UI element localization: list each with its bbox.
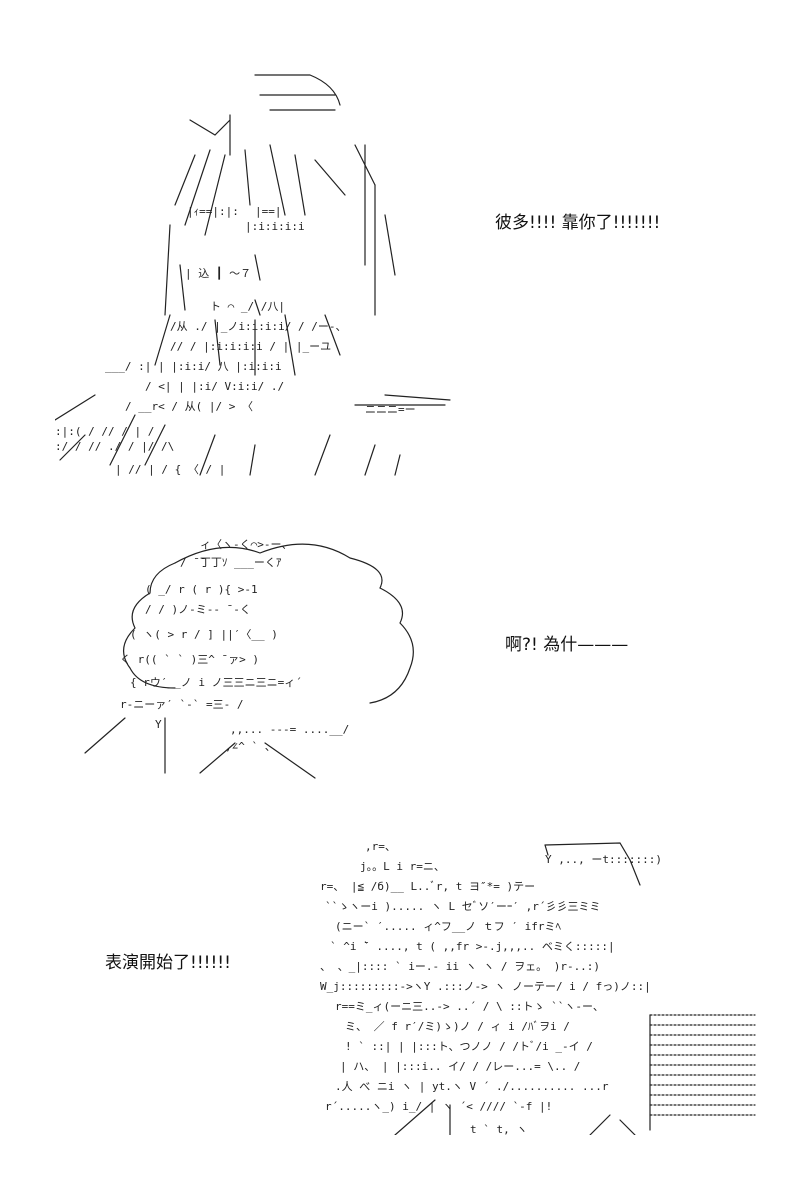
svg-text:,,... ---= ....__/: ,,... ---= ....__/ <box>230 723 349 736</box>
svg-text:/ / )ノ-ミ-- ̄ -く: / / )ノ-ミ-- ̄ -く <box>145 603 251 616</box>
svg-text:|==|: |==| <box>255 205 282 218</box>
svg-text:| // | / { 〈: | // | / { 〈 / | <box>115 463 225 476</box>
svg-text:く r(( ` ` )三^ ̄ ァ> ): く r(( ` ` )三^ ̄ ァ> ) <box>120 653 259 666</box>
svg-text:ィ〈ヽ-く⌒>-ー、: ィ〈ヽ-く⌒>-ー、 <box>200 538 292 551</box>
svg-text:t ` t, ヽ: t ` t, ヽ <box>470 1123 527 1135</box>
panel-3-ascii-art: Y ,.., ーt:::::::) ,r=、 j。。L i r=ニ、 r=、 |… <box>320 835 760 1135</box>
svg-text:r-ニーァ′ `-` =三- /: r-ニーァ′ `-` =三- / <box>120 698 243 711</box>
svg-text:// / |:i:i:i:i / | |_ーユ: // / |:i:i:i:i / | |_ーユ <box>170 340 331 353</box>
svg-text:( ヽ( > r / ] ||′〈__: ( ヽ( > r / ] ||′〈__ ) <box>130 628 278 641</box>
panel-1-ascii-art: |ｨ==|:|: |==| |:i:i:i:i | 込 ┃ 〜７ ト ⌒ _/ … <box>55 65 455 480</box>
svg-text:/ <| | |:i/ V:i:i/ ./: / <| | |:i/ V:i:i/ ./ <box>145 380 284 393</box>
svg-text:``ゝヽーi )..... ヽ L セﾞソ′ーｰ′ ,r: ``ゝヽーi )..... ヽ L セﾞソ′ーｰ′ ,r´彡彡三ミミ <box>325 900 600 913</box>
svg-text:r´.....ヽ_) i_/ | ヽ ´<: r´.....ヽ_) i_/ | ヽ ´< //// `-f |! <box>325 1100 552 1113</box>
svg-text:(ニー` ′..... ィ^フ__ノ ｔフ ′: (ニー` ′..... ィ^フ__ノ ｔフ ′ ifrミﾍ <box>335 920 561 933</box>
svg-text:W_j:::::::::->ヽY .:::ノ-> ヽ ノー: W_j:::::::::->ヽY .:::ノ-> ヽ ノーテー/ i / fっ)… <box>320 980 651 993</box>
svg-text:r=、 |≦ /б)__ L..ﾞr, t ヨ″*=: r=、 |≦ /б)__ L..ﾞr, t ヨ″*= )テー <box>320 880 535 893</box>
panel-2-ascii-art: ィ〈ヽ-く⌒>-ー、 / ̄ ̄丁丁ｿ ___ーくｱ ( _/ r ( r ){… <box>80 528 420 788</box>
svg-text:ト ⌒ _/ /八|: ト ⌒ _/ /八| <box>210 300 285 313</box>
svg-text:.人 べ ニi ヽ | yt.ヽ V ´ ./....: .人 べ ニi ヽ | yt.ヽ V ´ ./.......... ...r <box>335 1080 609 1093</box>
panel-2-caption: 啊?! 為什——— <box>505 635 629 655</box>
svg-text:|:i:i:i:i: |:i:i:i:i <box>245 220 305 233</box>
panel-2: ィ〈ヽ-く⌒>-ー、 / ̄ ̄丁丁ｿ ___ーくｱ ( _/ r ( r ){… <box>0 500 800 800</box>
svg-text:ニニニ=ー: ニニニ=ー <box>365 403 416 416</box>
svg-text:/从 ./ |_ノi:i:i:i/ / /ー-、: /从 ./ |_ノi:i:i:i/ / /ー-、 <box>170 320 346 333</box>
svg-text:| ハ、 | |:::i.. イ/ / /: | ハ、 | |:::i.. イ/ / /レー...= \.. / <box>340 1060 580 1073</box>
panel-1: |ｨ==|:|: |==| |:i:i:i:i | 込 ┃ 〜７ ト ⌒ _/ … <box>0 0 800 500</box>
svg-text:| 込 ┃ 〜７: | 込 ┃ 〜７ <box>185 266 251 280</box>
svg-text:Y ,.., ーt:::::::): Y ,.., ーt:::::::) <box>545 853 662 866</box>
panel-3-shading-block <box>649 1014 756 1131</box>
svg-text:,r=、: ,r=、 <box>365 840 396 853</box>
svg-text:{ rウ′__ノ i ノ三三ニ三ニ=ィ´: { rウ′__ノ i ノ三三ニ三ニ=ィ´ <box>130 676 302 689</box>
svg-text:/ __r< / 从( |/ > 〈: / __r< / 从( |/ > 〈 <box>125 400 253 413</box>
svg-text:( _/ r ( r ){ >: ( _/ r ( r ){ >-1 <box>145 583 258 596</box>
svg-text:,∠^ ` 、: ,∠^ ` 、 <box>225 740 276 753</box>
svg-text::|:( / // / | /: :|:( / // / | / <box>55 425 154 438</box>
panel-1-caption: 彼多!!!! 靠你了!!!!!!! <box>495 213 661 233</box>
svg-text:! ` ::| | |:::ト、つノノ /: ! ` ::| | |:::ト、つノノ / /トﾞ/i _-イ / <box>345 1040 593 1053</box>
svg-text:、 、_|:::: ` iー.- ii ヽ ヽ /: 、 、_|:::: ` iー.- ii ヽ ヽ / ヲェ。 )r-..:) <box>320 960 600 973</box>
svg-text:/ ̄ ̄丁丁ｿ ___ーくｱ: / ̄ ̄丁丁ｿ ___ーくｱ <box>180 556 282 569</box>
svg-text:|ｨ==|:|:: |ｨ==|:|: <box>187 205 239 218</box>
panel-3: 表演開始了!!!!!! Y ,.., ーt:::::::) ,r=、 j。。L … <box>0 800 800 1200</box>
svg-text:ミ、 ／ f r′/ミ)ゝ)ノ / ィ i /: ミ、 ／ f r′/ミ)ゝ)ノ / ィ i /ﾊﾞヲi / <box>345 1020 570 1033</box>
svg-text:r==ミ_ィ(ーニ三..-> ..´ / \ ::トゝ: r==ミ_ィ(ーニ三..-> ..´ / \ ::トゝ ``ヽ-ー、 <box>335 1000 604 1013</box>
svg-text::/ / // ./ / |/ /\: :/ / // ./ / |/ /\ <box>55 440 174 453</box>
svg-text:___/ :| | |:i:i/ 八 |:i:i:i: ___/ :| | |:i:i/ 八 |:i:i:i <box>105 360 282 373</box>
svg-text:j。。L i r=ニ、: j。。L i r=ニ、 <box>360 860 445 873</box>
svg-text:Y: Y <box>155 718 162 731</box>
svg-text:` ^i ̄` ...., t ( ,,fr >: ` ^i ̄` ...., t ( ,,fr >-.j,,,.. ベミく::::… <box>330 940 615 953</box>
panel-3-caption: 表演開始了!!!!!! <box>105 953 231 973</box>
